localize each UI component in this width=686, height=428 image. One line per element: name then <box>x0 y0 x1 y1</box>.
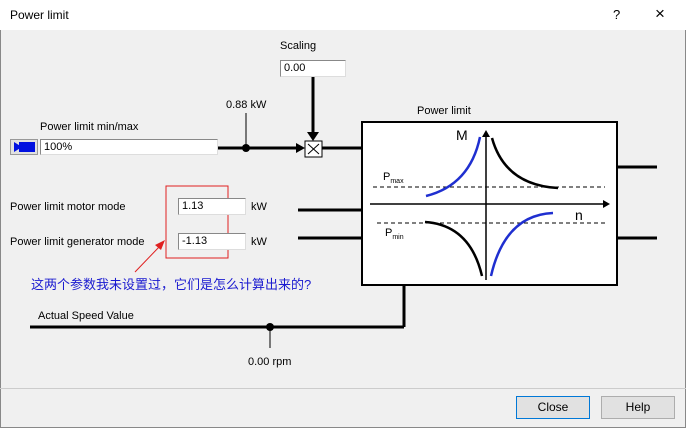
motor-unit: kW <box>251 201 267 213</box>
help-button[interactable]: Help <box>601 396 675 419</box>
speed-label: Actual Speed Value <box>38 310 134 322</box>
axis-n-label: n <box>575 207 583 223</box>
motor-mode-label: Power limit motor mode <box>10 201 126 213</box>
close-window-button[interactable]: × <box>655 4 665 23</box>
generator-mode-input[interactable]: -1.13 <box>178 233 246 250</box>
title-bar: Power limit ? × <box>0 0 686 30</box>
scaling-input[interactable]: 0.00 <box>280 60 346 77</box>
pmax-label: Pmax <box>383 171 404 186</box>
curve <box>489 211 554 277</box>
axis-m-label: M <box>456 127 468 143</box>
window-title: Power limit <box>10 8 69 22</box>
scaling-label: Scaling <box>280 40 317 52</box>
pmin-label: Pmin <box>385 227 404 242</box>
divider <box>0 388 686 389</box>
arrow-right-icon <box>296 143 305 153</box>
arrow-icon <box>14 142 22 152</box>
power-readout: 0.88 kW <box>226 99 267 111</box>
minmax-label: Power limit min/max <box>40 121 139 133</box>
red-arrow-icon <box>155 240 165 250</box>
arrow-down-icon <box>307 132 319 141</box>
minmax-button[interactable] <box>10 139 38 155</box>
generator-mode-label: Power limit generator mode <box>10 236 145 248</box>
curve <box>490 137 559 190</box>
curve <box>425 136 482 198</box>
junction-dot <box>266 323 274 331</box>
generator-unit: kW <box>251 236 267 248</box>
close-button[interactable]: Close <box>516 396 590 419</box>
speed-value: 0.00 rpm <box>248 356 292 368</box>
annotation-text: 这两个参数我未设置过，它们是怎么计算出来的? <box>31 277 312 292</box>
help-title-button[interactable]: ? <box>613 7 621 22</box>
motor-mode-input[interactable]: 1.13 <box>178 198 246 215</box>
diagram-title: Power limit <box>417 105 471 117</box>
highlight-box <box>165 185 229 259</box>
junction-dot <box>242 144 250 152</box>
curve <box>424 220 484 277</box>
minmax-input[interactable]: 100% <box>40 139 218 155</box>
